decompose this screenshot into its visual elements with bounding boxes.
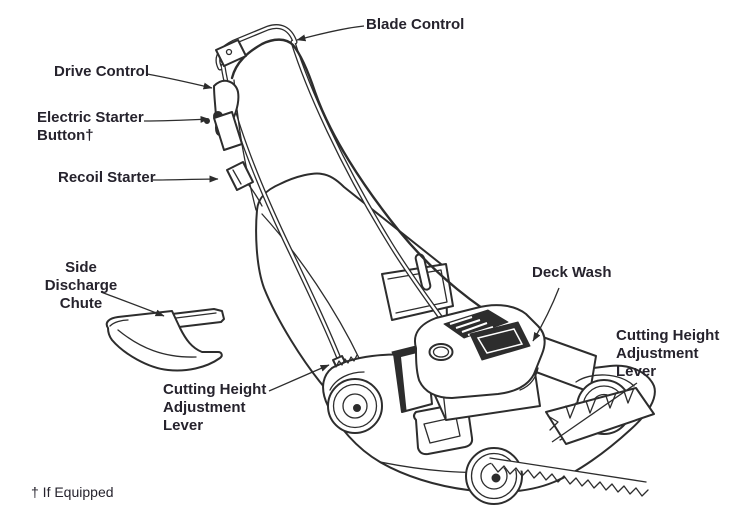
leader-blade-control: [296, 25, 365, 42]
engine-panel: [469, 321, 531, 361]
handle-assembly: [204, 24, 516, 369]
fuel-cap: [428, 343, 454, 361]
label-electric-starter-button: Electric Starter Button†: [37, 109, 144, 144]
leader-electric-starter: [143, 115, 210, 123]
label-recoil-starter: Recoil Starter: [58, 169, 156, 186]
front-wheel: [465, 447, 523, 505]
serrated-trim: [489, 457, 649, 497]
recoil-starter-handle: [226, 161, 263, 207]
side-discharge-chute-part: [105, 308, 225, 372]
left-height-ratchet: [332, 354, 358, 368]
left-wheel: [327, 378, 383, 434]
label-deck-wash: Deck Wash: [532, 264, 612, 281]
leader-drive-control: [146, 73, 213, 90]
label-cutting-height-bottom: Cutting Height Adjustment Lever: [163, 381, 267, 434]
blade-control-bail-and-cable: [230, 38, 516, 330]
label-blade-control: Blade Control: [366, 16, 465, 33]
leader-cutting-height-bottom: [268, 364, 330, 392]
leader-cutting-height-right: [551, 382, 638, 443]
grass-bag: [255, 172, 454, 397]
footnote-if-equipped: † If Equipped: [31, 484, 114, 500]
leader-deck-wash: [532, 287, 560, 342]
label-cutting-height-right: Cutting Height Adjustment Lever: [616, 327, 720, 380]
leader-lines: [100, 25, 638, 443]
height-adjuster-comb: [545, 387, 655, 445]
engine: [414, 304, 546, 421]
label-drive-control: Drive Control: [54, 63, 150, 80]
cooling-fins: [443, 309, 509, 339]
leader-recoil-starter: [152, 175, 219, 183]
bag-handle-slot: [414, 253, 432, 291]
label-side-discharge-chute: Side Discharge Chute: [44, 259, 118, 312]
leader-side-discharge: [100, 291, 165, 317]
